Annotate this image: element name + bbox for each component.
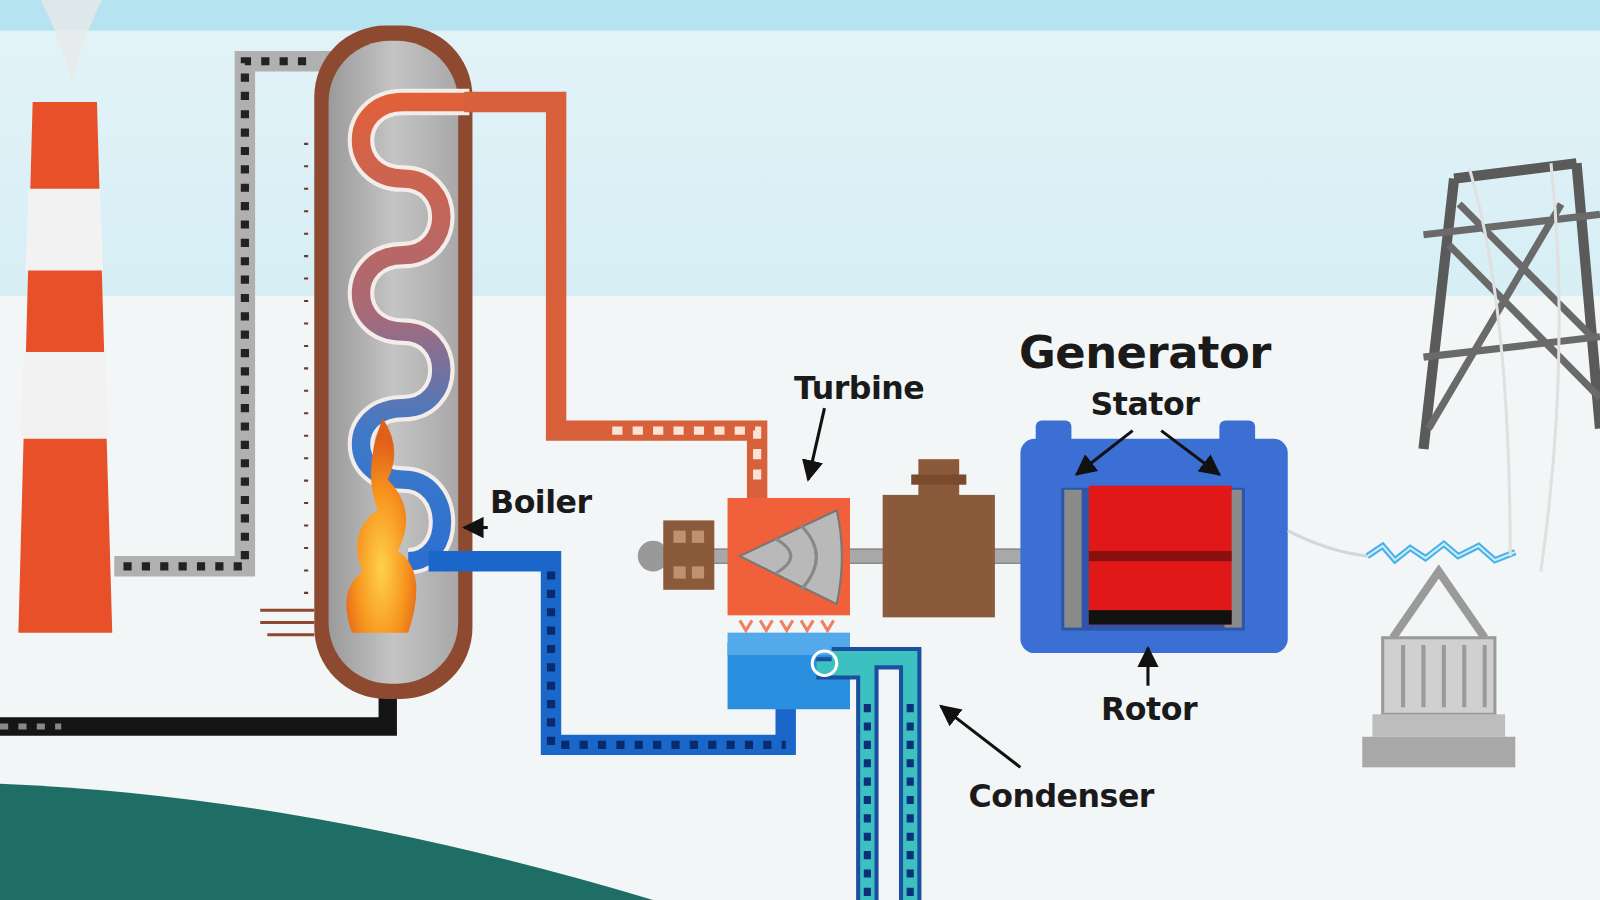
bearing — [638, 520, 715, 589]
cooling-pipe-inner — [832, 658, 911, 900]
turbine — [728, 498, 850, 631]
bearing-bolt — [673, 566, 685, 578]
chimney-stripe — [26, 189, 104, 271]
hill — [0, 784, 653, 900]
generator-casing — [1020, 439, 1287, 653]
rotor-base — [1089, 610, 1232, 624]
chimney-body — [18, 102, 112, 633]
flow-arrows — [0, 723, 61, 729]
leader-arrow — [464, 526, 487, 529]
boiler — [260, 26, 472, 699]
burner-nozzles — [260, 610, 314, 634]
exciter-body — [883, 495, 995, 617]
sky-band — [0, 0, 1600, 31]
part-label: Boiler — [490, 484, 592, 520]
exhaust-arrows — [740, 620, 834, 630]
bearing-block — [663, 520, 714, 589]
generator-lug — [1219, 420, 1255, 451]
boiler-ticks — [304, 143, 308, 612]
leader-arrow — [1077, 431, 1133, 475]
leader-arrow — [941, 706, 1021, 767]
insulator — [1383, 638, 1495, 715]
cooling-pipe — [816, 668, 867, 900]
leader-arrow — [1146, 648, 1149, 686]
leader-arrow — [1161, 431, 1219, 475]
tower-legs — [1423, 163, 1600, 449]
tower-lattice — [1423, 204, 1600, 428]
electric-spark-core — [1367, 544, 1515, 560]
bearing-bolt — [692, 566, 704, 578]
bearing-bolt — [692, 531, 704, 543]
component-heading: Generator — [1019, 326, 1271, 379]
bearing-bolt — [673, 531, 685, 543]
flow-arrows — [867, 704, 910, 900]
smoke — [41, 0, 102, 82]
chimney — [18, 0, 112, 633]
transmission-tower — [1288, 163, 1600, 767]
power-wire — [1288, 531, 1368, 557]
flame — [346, 418, 416, 632]
insulator-ribs — [1403, 645, 1485, 707]
part-label: Rotor — [1101, 691, 1197, 727]
boiler-shell — [314, 26, 472, 699]
fuel-pipe — [0, 694, 388, 727]
stator-plate — [1064, 490, 1081, 628]
chimney-stripe — [20, 352, 108, 439]
turbine-casing — [728, 498, 850, 615]
generator-lug — [1036, 420, 1072, 451]
generator — [1020, 420, 1287, 653]
rotor — [1089, 486, 1232, 625]
part-label: Stator — [1091, 386, 1200, 422]
steam-pipe-body — [464, 102, 757, 502]
turbine-blades — [776, 526, 817, 590]
leader-arrow — [808, 408, 824, 479]
insulator-strut — [1393, 571, 1485, 637]
condenser — [728, 633, 911, 900]
part-label: Condenser — [969, 778, 1154, 814]
part-label: Turbine — [794, 370, 924, 406]
flow-arrows — [114, 61, 306, 566]
cooling-pipe-inner — [816, 668, 867, 900]
rotor-groove — [1089, 551, 1232, 561]
turbine-rotor — [740, 510, 842, 604]
insulator-base — [1362, 737, 1515, 768]
exciter-rim — [911, 474, 966, 484]
electric-spark — [1367, 544, 1515, 560]
condenser-coil — [812, 651, 836, 675]
flow-arrows — [612, 431, 757, 490]
insulator-base — [1372, 714, 1505, 736]
exciter — [883, 459, 995, 617]
power-wire — [1469, 163, 1559, 571]
leader-lines — [464, 408, 1219, 767]
steam-pipe — [464, 102, 757, 502]
